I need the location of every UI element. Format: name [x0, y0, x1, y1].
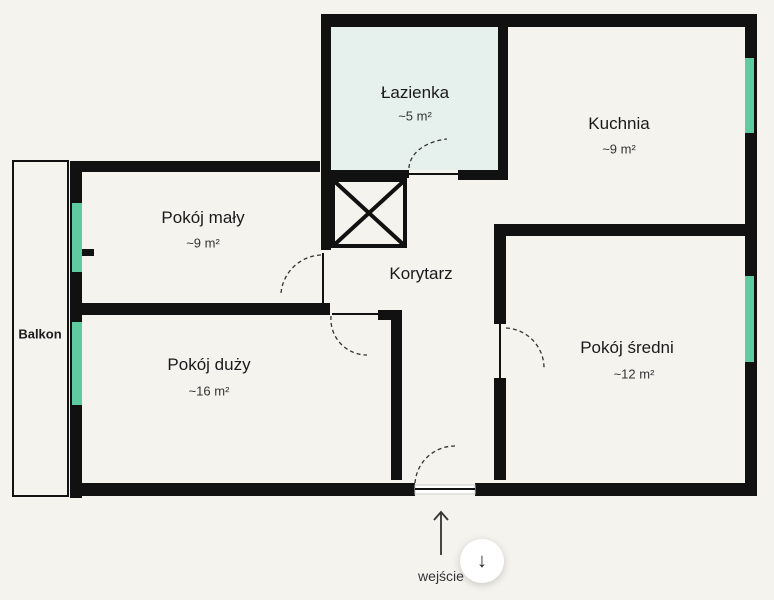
- entrance-label: wejście: [418, 568, 464, 584]
- room-area-pokoj-duzy: ~16 m²: [188, 383, 230, 399]
- room-name-kuchnia: Kuchnia: [588, 114, 650, 133]
- room-name-korytarz: Korytarz: [389, 264, 453, 283]
- room-area-kuchnia: ~9 m²: [602, 141, 636, 157]
- door-swings: [280, 138, 545, 484]
- storage-shaft: [331, 178, 407, 248]
- bathroom-floor: [331, 27, 498, 170]
- arrow-up-icon: [433, 510, 449, 555]
- room-area-pokoj-sredni: ~12 m²: [613, 366, 655, 382]
- balcony-outline: [12, 160, 69, 497]
- scroll-down-button[interactable]: ↓: [460, 539, 504, 583]
- windows: [72, 58, 754, 405]
- room-name-pokoj-maly: Pokój mały: [161, 208, 245, 227]
- arrow-down-icon: ↓: [477, 549, 487, 572]
- room-area-lazienka: ~5 m²: [398, 108, 432, 124]
- room-name-lazienka: Łazienka: [380, 83, 450, 102]
- room-name-balkon: Balkon: [18, 326, 62, 342]
- room-name-pokoj-sredni: Pokój średni: [580, 338, 674, 357]
- room-name-pokoj-duzy: Pokój duży: [167, 355, 251, 374]
- room-area-pokoj-maly: ~9 m²: [186, 235, 220, 251]
